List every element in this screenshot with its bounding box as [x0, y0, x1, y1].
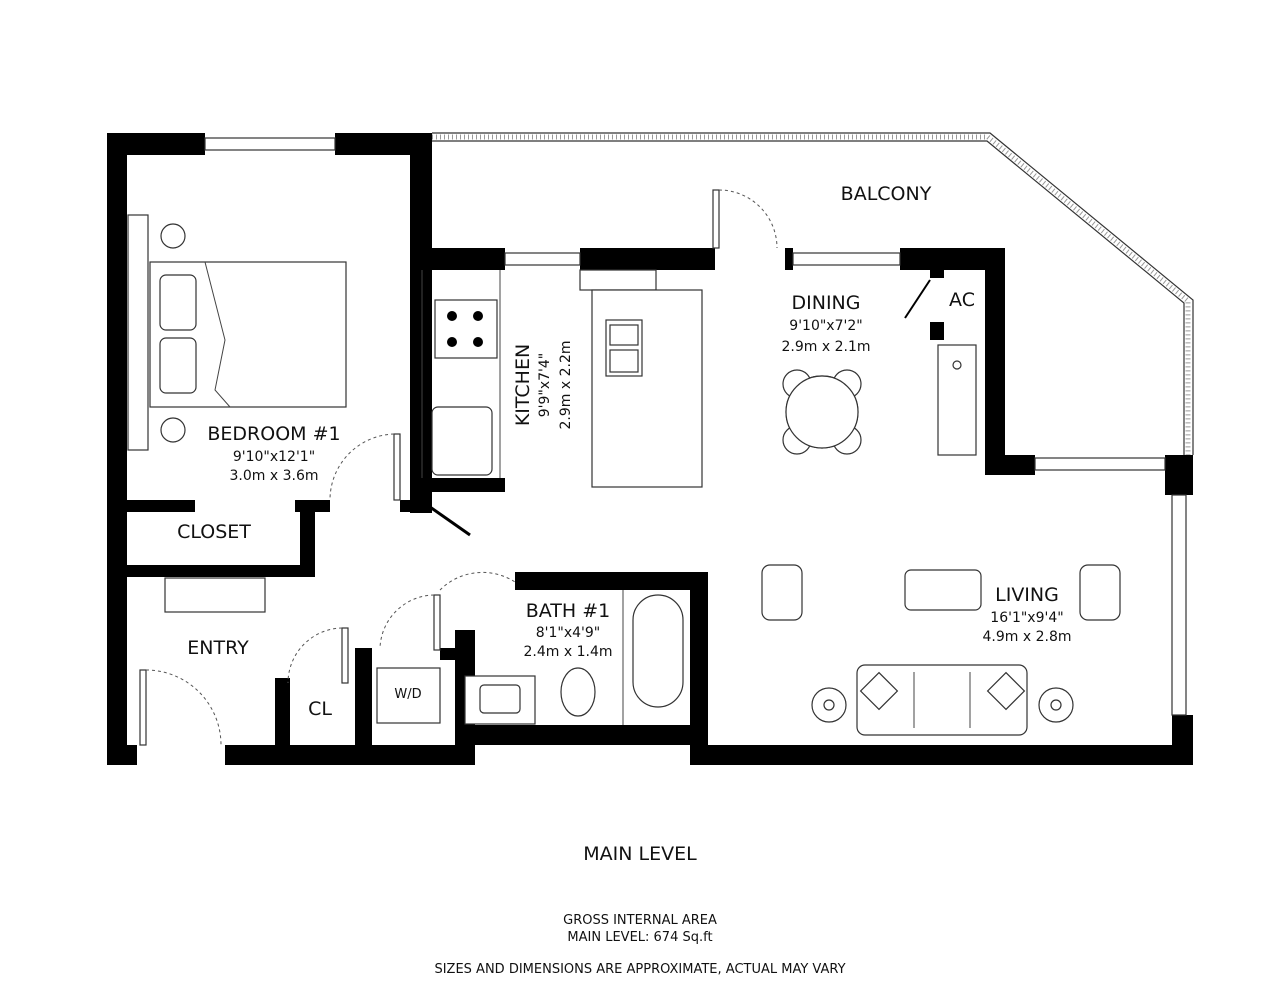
room-dims-bedroom-metric: 3.0m x 3.6m: [230, 468, 319, 484]
balcony-railing: [432, 132, 1194, 455]
room-name-kitchen: KITCHEN: [512, 344, 534, 426]
room-dims-dining-metric: 2.9m x 2.1m: [782, 339, 871, 355]
bed: [127, 214, 347, 451]
windows: [204, 137, 1187, 716]
room-dims-dining-imperial: 9'10"x7'2": [789, 318, 862, 334]
area-value: MAIN LEVEL: 674 Sq.ft: [567, 930, 713, 945]
level-title: MAIN LEVEL: [583, 843, 697, 865]
room-dims-living-metric: 4.9m x 2.8m: [983, 629, 1072, 645]
room-dims-living-imperial: 16'1"x9'4": [990, 610, 1063, 626]
other-fixtures: [164, 577, 441, 724]
bath-fixtures: [464, 590, 684, 725]
room-name-ac: AC: [949, 289, 975, 311]
room-name-entry: ENTRY: [187, 637, 249, 659]
room-name-bath: BATH #1: [526, 600, 611, 622]
walls: [107, 133, 1193, 765]
doors: [139, 189, 931, 746]
dining-table: [782, 344, 977, 456]
room-dims-kitchen-metric: 2.9m x 2.2m: [558, 341, 574, 430]
room-name-wd: W/D: [394, 687, 421, 702]
room-name-balcony: BALCONY: [841, 183, 932, 205]
room-name-bedroom: BEDROOM #1: [207, 423, 340, 445]
room-name-dining: DINING: [792, 292, 861, 314]
room-name-cl: CL: [308, 698, 332, 720]
kitchen-fixtures: [421, 269, 703, 488]
room-dims-bedroom-imperial: 9'10"x12'1": [233, 449, 315, 465]
room-dims-kitchen-imperial: 9'9"x7'4": [537, 353, 553, 418]
room-name-living: LIVING: [995, 584, 1059, 606]
room-dims-bath-imperial: 8'1"x4'9": [536, 625, 601, 641]
room-dims-bath-metric: 2.4m x 1.4m: [524, 644, 613, 660]
living-furniture: [761, 564, 1121, 736]
disclaimer: SIZES AND DIMENSIONS ARE APPROXIMATE, AC…: [434, 962, 846, 977]
area-title: GROSS INTERNAL AREA: [563, 913, 717, 928]
room-name-closet: CLOSET: [177, 521, 251, 543]
